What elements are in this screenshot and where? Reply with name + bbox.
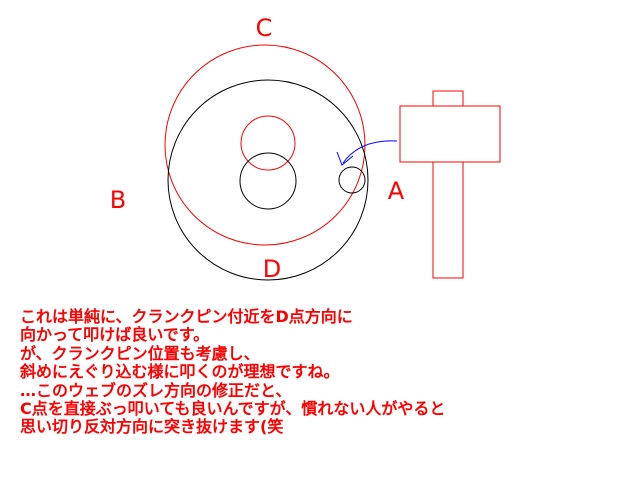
label-d: D [263,255,281,283]
explanation-line: 斜めにえぐり込む様に叩くのが理想ですね。 [20,362,340,382]
red-small-circle [240,115,296,171]
explanation-line: これは単純に、クランクピン付近をD点方向に [20,307,353,326]
explanation-line: C点を直接ぶっ叩いても良いんですが、慣れない人がやると [20,399,446,419]
red-web-circle [164,44,366,246]
explanation-line: 思い切り反対方向に突き抜けます(笑 [20,417,284,437]
hammer-top-cap [432,90,464,107]
black-small-circle [239,152,297,210]
black-web-circle [167,79,369,281]
hammer-head [399,105,501,163]
hammer-handle [432,161,464,279]
label-b: B [110,186,126,214]
explanation-line: 向かって叩けば良いです。 [20,325,210,345]
explanation-text: これは単純に、クランクピン付近をD点方向に 向かって叩けば良いです。 が、クラン… [20,307,635,437]
hammer [399,90,501,279]
explanation-line: …このウェブのズレ方向の修正だと、 [20,380,292,400]
label-c: C [256,14,273,42]
label-a: A [388,177,405,205]
crank-diagram: C B A D [110,14,501,283]
strike-arrow [336,140,398,166]
crank-pin-circle [338,166,366,194]
explanation-line: が、クランクピン位置も考慮し、 [20,343,260,363]
